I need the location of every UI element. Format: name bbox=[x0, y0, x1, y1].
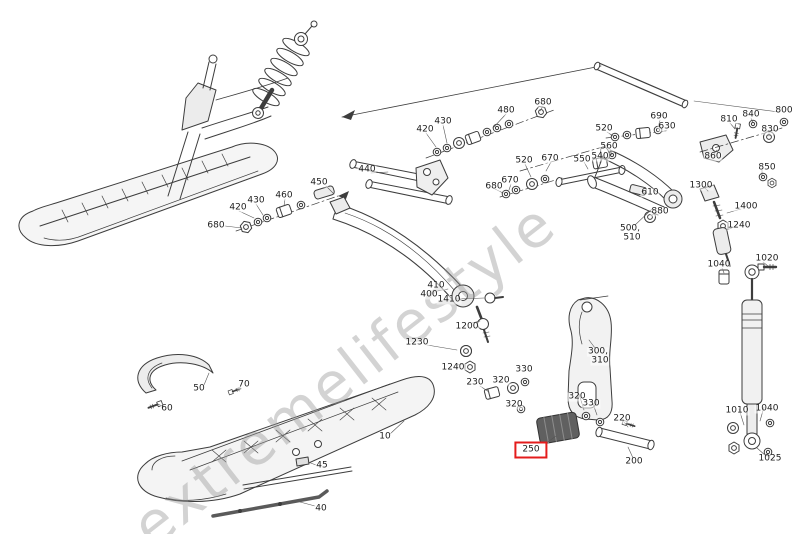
part-label-1410: 1410 bbox=[436, 294, 462, 305]
part-label-550: 550 bbox=[572, 154, 592, 165]
part-label-40: 40 bbox=[314, 503, 328, 514]
part-label-300: 300, bbox=[586, 346, 610, 357]
part-label-520: 520 bbox=[594, 123, 614, 134]
part-label-320: 320 bbox=[504, 399, 524, 410]
part-label-540: 540 bbox=[590, 151, 610, 162]
part-label-880: 880 bbox=[650, 206, 670, 217]
part-label-420: 420 bbox=[228, 202, 248, 213]
part-label-670: 670 bbox=[540, 153, 560, 164]
part-label-610: 610 bbox=[640, 187, 660, 198]
part-label-1400: 1400 bbox=[733, 201, 759, 212]
part-label-810: 810 bbox=[719, 114, 739, 125]
part-label-670: 670 bbox=[500, 175, 520, 186]
a-arm-illustration bbox=[587, 146, 732, 267]
part-label-50: 50 bbox=[192, 383, 206, 394]
steering-link-cluster bbox=[499, 125, 667, 199]
part-label-830: 830 bbox=[760, 124, 780, 135]
part-label-680: 680 bbox=[484, 181, 504, 192]
part-label-840: 840 bbox=[741, 109, 761, 120]
bottom-ski-illustration bbox=[137, 376, 435, 502]
part-label-320: 320 bbox=[491, 375, 511, 386]
part-label-520: 520 bbox=[514, 155, 534, 166]
part-label-60: 60 bbox=[160, 403, 174, 414]
part-label-400: 400 bbox=[419, 289, 439, 300]
part-label-330: 330 bbox=[514, 364, 534, 375]
part-label-480: 480 bbox=[496, 105, 516, 116]
part-label-45: 45 bbox=[315, 460, 329, 471]
part-label-630: 630 bbox=[657, 121, 677, 132]
part-label-1040: 1040 bbox=[754, 403, 780, 414]
part-label-10: 10 bbox=[378, 431, 392, 442]
part-label-330: 330 bbox=[581, 398, 601, 409]
part-label-1025: 1025 bbox=[757, 453, 783, 464]
part-label-200: 200 bbox=[624, 456, 644, 467]
part-label-1240: 1240 bbox=[440, 362, 466, 373]
part-label-850: 850 bbox=[757, 162, 777, 173]
part-label-460: 460 bbox=[274, 190, 294, 201]
rubber-stop-block bbox=[536, 411, 580, 445]
part-label-440: 440 bbox=[357, 164, 377, 175]
runner-bars-illustration bbox=[211, 456, 353, 518]
part-label-1010: 1010 bbox=[724, 405, 750, 416]
part-label-70: 70 bbox=[237, 379, 251, 390]
part-label-500: 500, bbox=[618, 223, 642, 234]
part-label-510: 510 bbox=[622, 232, 642, 243]
shock-absorber-illustration bbox=[718, 262, 778, 457]
part-label-430: 430 bbox=[433, 116, 453, 127]
part-label-1300: 1300 bbox=[688, 180, 714, 191]
part-label-450: 450 bbox=[309, 177, 329, 188]
part-label-860: 860 bbox=[703, 151, 723, 162]
part-label-420: 420 bbox=[415, 124, 435, 135]
part-label-310: 310 bbox=[590, 355, 610, 366]
part-label-1230: 1230 bbox=[404, 337, 430, 348]
part-label-320: 320 bbox=[567, 391, 587, 402]
front-suspension-illustration bbox=[167, 20, 318, 200]
part-label-680: 680 bbox=[206, 220, 226, 231]
part-label-220: 220 bbox=[612, 413, 632, 424]
part-label-680: 680 bbox=[533, 97, 553, 108]
part-label-1200: 1200 bbox=[454, 321, 480, 332]
part-label-1040: 1040 bbox=[706, 259, 732, 270]
tie-rod-illustration bbox=[341, 61, 689, 120]
part-label-1020: 1020 bbox=[754, 253, 780, 264]
part-label-1240: 1240 bbox=[726, 220, 752, 231]
part-label-230: 230 bbox=[465, 377, 485, 388]
part-label-410: 410 bbox=[426, 280, 446, 291]
part-label-250: 250 bbox=[514, 441, 548, 459]
part-label-690: 690 bbox=[649, 111, 669, 122]
part-label-430: 430 bbox=[246, 195, 266, 206]
part-label-800: 800 bbox=[774, 105, 794, 116]
ski-handle-illustration bbox=[137, 354, 243, 411]
radius-rods-illustration bbox=[349, 104, 555, 205]
part-label-560: 560 bbox=[599, 141, 619, 152]
front-ski-illustration bbox=[18, 142, 278, 246]
